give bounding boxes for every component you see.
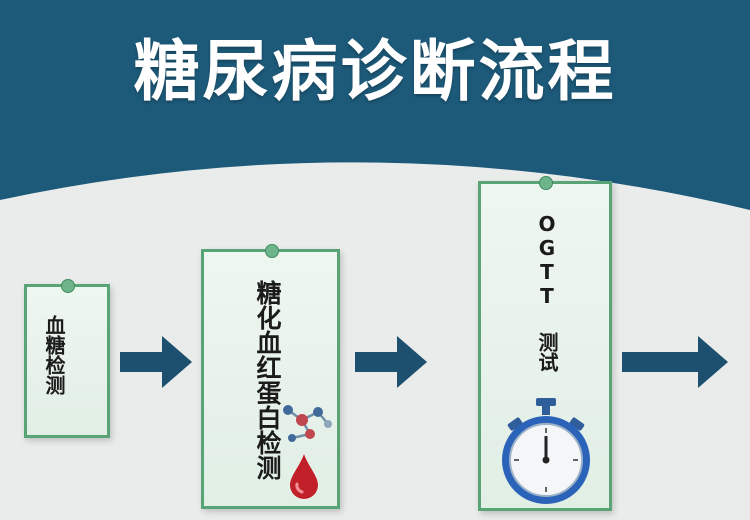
pin-icon [539,176,553,190]
page-title: 糖尿病诊断流程 [133,33,617,110]
step-label: 血糖检测 [42,315,66,395]
pin-icon [61,279,75,293]
arrow-right-icon [355,336,427,388]
header-banner [0,0,750,210]
molecule-icon [283,405,332,442]
step-label: OGTT 测试 [535,212,559,372]
blood-drop-icon [290,454,318,499]
pin-icon [264,244,279,258]
stopwatch-icon [502,398,590,504]
step-box-hba1c: 糖化血红蛋白检测 [201,244,340,509]
arrow-right-icon [622,336,728,388]
step-label: 糖化血红蛋白检测 [253,280,282,480]
step-box-ogtt: OGTT 测试 [478,176,612,511]
step-box-blood-glucose: 血糖检测 [24,279,110,438]
arrow-right-icon [120,336,192,388]
